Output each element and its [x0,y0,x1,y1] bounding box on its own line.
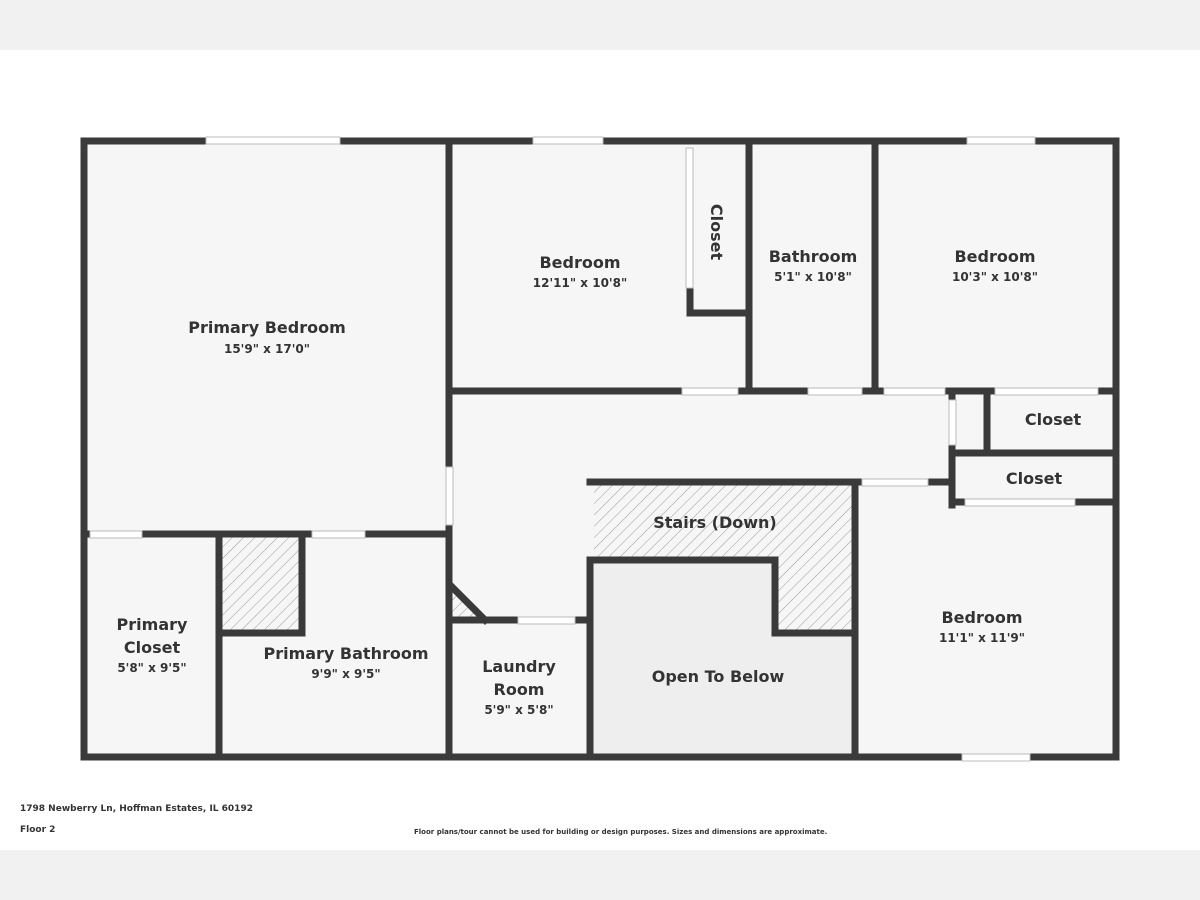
stairs-label: Stairs (Down) [653,513,777,532]
window [961,753,1031,762]
open-to-below-label: Open To Below [652,667,785,686]
window [966,136,1036,145]
svg-text:Room: Room [494,680,545,699]
window [205,136,341,145]
svg-text:5'8" x 9'5": 5'8" x 9'5" [117,661,186,675]
svg-text:Bathroom: Bathroom [769,247,858,266]
top-band [0,0,1200,50]
door-opening [948,399,957,446]
door-opening [861,478,929,487]
svg-text:Primary: Primary [117,615,188,634]
svg-text:5'9" x 5'8": 5'9" x 5'8" [484,703,553,717]
room-closet-3: Closet [1006,469,1063,488]
svg-text:Closet: Closet [124,638,181,657]
door-opening [964,498,1076,507]
disclaimer: Floor plans/tour cannot be used for buil… [414,828,828,836]
svg-text:Laundry: Laundry [482,657,556,676]
svg-text:Primary Bathroom: Primary Bathroom [263,644,428,663]
svg-text:12'11" x 10'8": 12'11" x 10'8" [533,276,627,290]
room-laundry: Laundry Room 5'9" x 5'8" [482,657,556,717]
door-opening [517,616,576,625]
door-opening [994,387,1099,396]
svg-text:9'9" x 9'5": 9'9" x 9'5" [311,667,380,681]
svg-text:11'1" x 11'9": 11'1" x 11'9" [939,631,1025,645]
room-closet-1: Closet [707,204,726,261]
svg-text:Bedroom: Bedroom [941,608,1022,627]
room-primary-closet: Primary Closet 5'8" x 9'5" [117,615,188,675]
room-bathroom: Bathroom 5'1" x 10'8" [769,247,858,284]
svg-text:Bedroom: Bedroom [539,253,620,272]
room-bedroom-3: Bedroom 11'1" x 11'9" [939,608,1025,645]
closet-opening [685,147,694,289]
stairs-hatch [222,485,852,633]
door-opening [445,466,454,526]
svg-text:15'9" x 17'0": 15'9" x 17'0" [224,342,310,356]
svg-text:Bedroom: Bedroom [954,247,1035,266]
door-opening [681,387,739,396]
door-opening [883,387,946,396]
floor-label: Floor 2 [20,825,56,835]
svg-text:Primary Bedroom: Primary Bedroom [188,318,346,337]
door-opening [807,387,863,396]
door-opening [89,530,143,539]
room-bedroom-2: Bedroom 10'3" x 10'8" [952,247,1038,284]
door-opening [311,530,366,539]
openings [89,136,1099,762]
room-bedroom-1: Bedroom 12'11" x 10'8" [533,253,627,290]
window [532,136,604,145]
room-closet-2: Closet [1025,410,1082,429]
address: 1798 Newberry Ln, Hoffman Estates, IL 60… [20,804,253,814]
svg-text:5'1" x 10'8": 5'1" x 10'8" [774,270,852,284]
room-primary-bathroom: Primary Bathroom 9'9" x 9'5" [263,644,428,681]
svg-text:10'3" x 10'8": 10'3" x 10'8" [952,270,1038,284]
bottom-band [0,850,1200,900]
svg-text:Closet: Closet [707,204,726,261]
room-primary-bedroom: Primary Bedroom 15'9" x 17'0" [188,318,346,356]
